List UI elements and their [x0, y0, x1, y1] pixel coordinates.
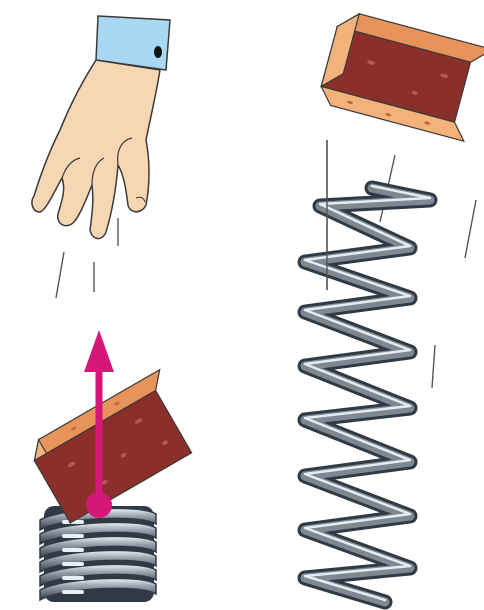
extended-spring-icon [305, 186, 430, 602]
hand-icon [32, 16, 170, 239]
brick-icon [26, 370, 203, 523]
brick-icon [317, 9, 484, 142]
launched-brick-scene [305, 9, 484, 602]
cufflink [154, 46, 162, 58]
motion-lines [56, 218, 118, 298]
compressed-spring-scene [26, 16, 203, 602]
compressed-spring-icon [40, 506, 156, 602]
hand [32, 60, 160, 239]
